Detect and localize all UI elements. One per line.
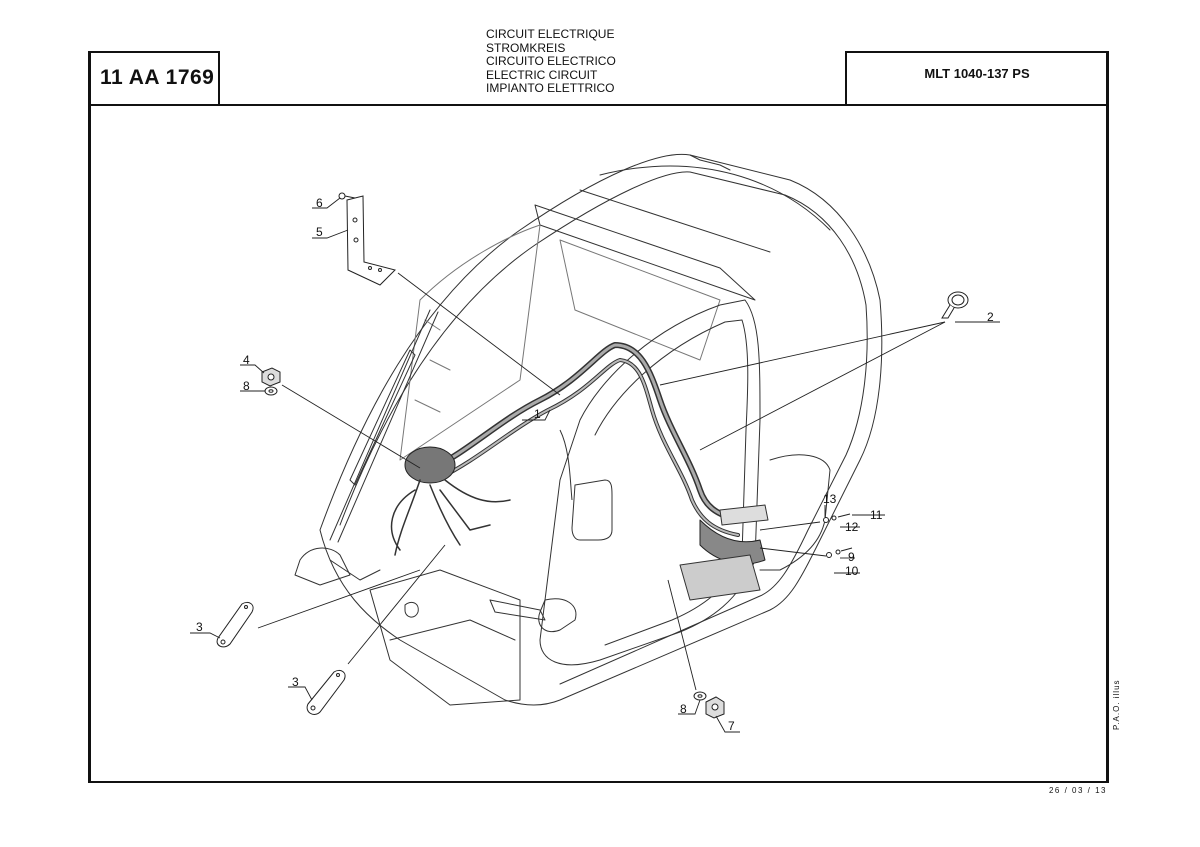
wiper-assembly — [294, 309, 439, 586]
nut-part-4 — [261, 367, 281, 387]
title-fr: CIRCUIT ELECTRIQUE — [486, 27, 615, 41]
drawing-frame — [88, 104, 1109, 783]
doc-number: 11 AA 1769 — [100, 66, 215, 89]
callout-5: 5 — [316, 225, 323, 239]
leader-lines — [190, 197, 1000, 733]
lower-console — [369, 569, 546, 706]
model-box — [845, 51, 1109, 104]
title-block: CIRCUIT ELECTRIQUE STROMKREIS CIRCUITO E… — [486, 27, 616, 96]
cab-outline — [319, 153, 883, 706]
small-parts — [216, 192, 969, 719]
callout-4: 4 — [243, 353, 250, 367]
title-it: IMPIANTO ELETTRICO — [486, 81, 615, 96]
callout-13: 13 — [823, 492, 837, 506]
title-es: CIRCUITO ELECTRICO — [486, 54, 616, 69]
cab-mirror — [559, 429, 613, 541]
callout-numbers: 6 5 4 8 1 2 3 3 8 7 13 12 11 9 10 — [196, 196, 994, 733]
screw-parts-9-10 — [826, 547, 853, 558]
bracket-part-5 — [346, 195, 396, 286]
callout-11: 11 — [870, 508, 883, 522]
callout-10: 10 — [845, 564, 859, 578]
title-en: ELECTRIC CIRCUIT — [486, 67, 598, 82]
callout-2: 2 — [987, 310, 994, 324]
strap-part-3b — [306, 669, 346, 715]
callout-7: 7 — [728, 719, 735, 733]
callout-1: 1 — [534, 407, 541, 421]
doc-number-box — [88, 51, 220, 104]
callout-6: 6 — [316, 196, 323, 210]
screw-parts-11-12-13 — [823, 513, 851, 523]
strap-part-3a — [216, 601, 254, 648]
nut-part-7 — [705, 696, 725, 719]
revision-date: 26 / 03 / 13 — [1048, 786, 1107, 795]
callout-3-left: 3 — [196, 620, 203, 634]
model-name: MLT 1040-137 PS — [924, 66, 1030, 81]
callout-9: 9 — [848, 550, 855, 564]
wiring-harness — [390, 342, 769, 601]
title-de: STROMKREIS — [486, 40, 566, 55]
clamp-part-2 — [941, 291, 969, 319]
windscreen — [399, 224, 721, 461]
callout-12: 12 — [845, 520, 859, 534]
illustration-credit: P.A.O. illus — [1112, 679, 1121, 730]
callout-8-upper: 8 — [243, 379, 250, 393]
washer-part-8a — [264, 386, 278, 396]
washer-part-8b — [693, 691, 707, 701]
callout-3-lower: 3 — [292, 675, 299, 689]
callout-8-lower: 8 — [680, 702, 687, 716]
